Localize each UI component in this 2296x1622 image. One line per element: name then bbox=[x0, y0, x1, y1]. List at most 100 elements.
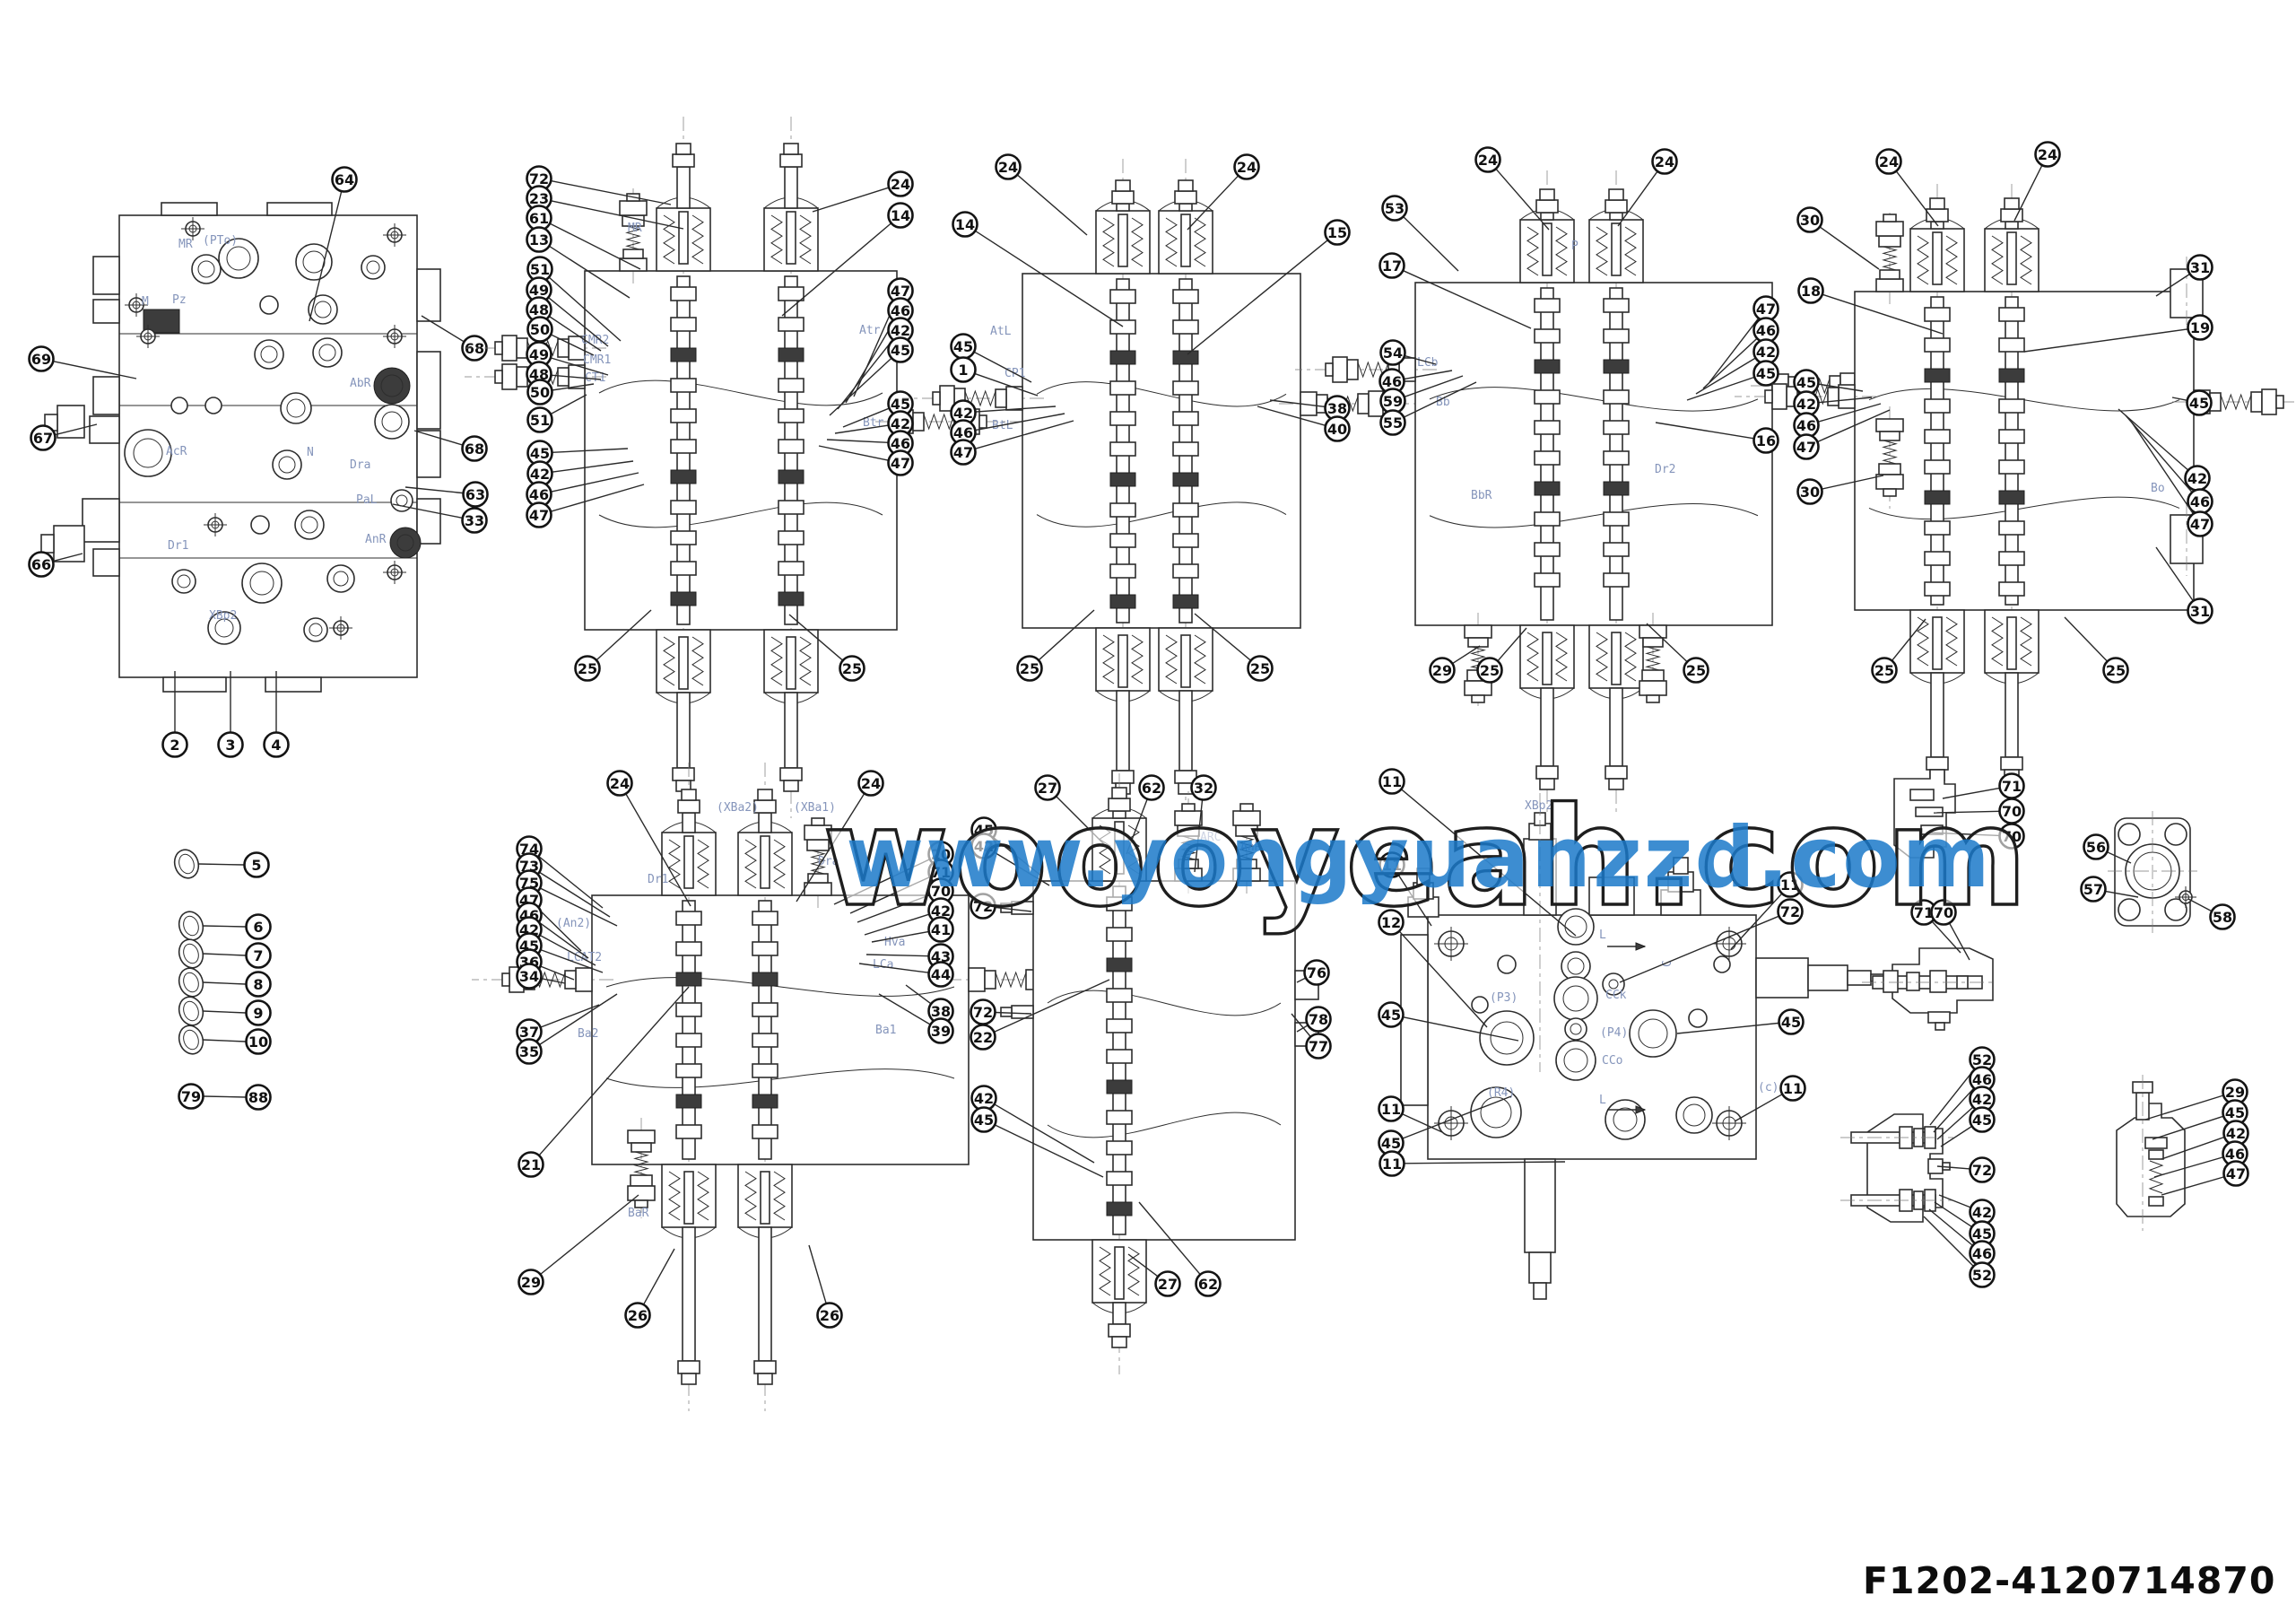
callout-50: 50 bbox=[526, 316, 553, 343]
svg-text:27: 27 bbox=[1038, 780, 1057, 797]
callout-26: 26 bbox=[624, 1302, 651, 1329]
svg-text:2: 2 bbox=[170, 737, 179, 754]
svg-text:12: 12 bbox=[1381, 914, 1401, 931]
svg-text:54: 54 bbox=[1383, 344, 1403, 362]
svg-text:62: 62 bbox=[1142, 780, 1161, 797]
svg-text:50: 50 bbox=[530, 384, 550, 401]
svg-text:42: 42 bbox=[2187, 470, 2207, 487]
callout-71: 71 bbox=[1910, 899, 1937, 926]
svg-text:24: 24 bbox=[891, 176, 910, 193]
callout-52: 52 bbox=[1969, 1046, 1996, 1073]
port-label-(An2): (An2) bbox=[556, 917, 591, 930]
callout-27: 27 bbox=[1154, 1270, 1181, 1297]
svg-text:24: 24 bbox=[2038, 146, 2057, 163]
port-label-(P3): (P3) bbox=[1490, 991, 1518, 1005]
callout-6: 6 bbox=[245, 913, 272, 940]
svg-text:42: 42 bbox=[1972, 1204, 1992, 1221]
callout-24: 24 bbox=[1233, 153, 1260, 180]
port-label-Bo: Bo bbox=[2151, 482, 2165, 495]
callout-19: 19 bbox=[2187, 314, 2213, 341]
svg-text:23: 23 bbox=[529, 190, 549, 207]
svg-text:72: 72 bbox=[1780, 903, 1800, 920]
callout-24: 24 bbox=[995, 153, 1022, 180]
callout-72: 72 bbox=[1777, 898, 1804, 925]
port-label-AnR: AnR bbox=[1240, 841, 1262, 854]
svg-text:24: 24 bbox=[1478, 152, 1498, 169]
callout-57: 57 bbox=[2080, 876, 2107, 903]
svg-text:46: 46 bbox=[2190, 493, 2210, 510]
svg-text:46: 46 bbox=[1756, 322, 1776, 339]
svg-text:46: 46 bbox=[2225, 1146, 2245, 1163]
port-label-AnR: AnR bbox=[365, 533, 387, 546]
svg-text:8: 8 bbox=[253, 976, 263, 993]
callout-25: 25 bbox=[1476, 657, 1503, 684]
callout-72: 72 bbox=[1969, 1156, 1996, 1183]
svg-text:29: 29 bbox=[521, 1274, 541, 1291]
svg-text:48: 48 bbox=[529, 366, 549, 383]
svg-text:70: 70 bbox=[2002, 803, 2022, 820]
callout-70: 70 bbox=[1998, 798, 2025, 824]
port-label-BaR: BaR bbox=[628, 1207, 649, 1220]
callout-49: 49 bbox=[526, 341, 552, 368]
callout-24: 24 bbox=[857, 770, 884, 797]
callout-45: 45 bbox=[1752, 360, 1779, 387]
callout-27: 27 bbox=[1034, 774, 1061, 801]
callout-66: 66 bbox=[28, 551, 55, 578]
callout-77: 77 bbox=[1305, 1033, 1332, 1060]
svg-text:15: 15 bbox=[1327, 224, 1347, 241]
callout-45: 45 bbox=[1778, 1008, 1805, 1035]
callout-14: 14 bbox=[887, 202, 914, 229]
o-ring-icon bbox=[178, 938, 204, 969]
callout-53: 53 bbox=[1381, 195, 1408, 222]
svg-text:45: 45 bbox=[1756, 365, 1776, 382]
callout-68: 68 bbox=[461, 335, 488, 362]
svg-text:68: 68 bbox=[465, 340, 484, 357]
port-label-PaL: PaL bbox=[356, 493, 378, 507]
port-label-Ba2: Ba2 bbox=[578, 1027, 598, 1041]
svg-text:14: 14 bbox=[891, 207, 910, 224]
svg-text:26: 26 bbox=[820, 1307, 839, 1324]
svg-text:47: 47 bbox=[891, 283, 910, 300]
svg-text:47: 47 bbox=[953, 444, 973, 461]
port-label-(c): (c) bbox=[1758, 1081, 1779, 1094]
callout-24: 24 bbox=[2034, 141, 2061, 168]
callout-30: 30 bbox=[1796, 478, 1823, 505]
svg-text:46: 46 bbox=[1972, 1245, 1992, 1262]
diagram-sec-2: AtLCP1BtL2424141545142464738402525 bbox=[902, 153, 1457, 821]
svg-text:59: 59 bbox=[1383, 393, 1403, 410]
callout-11: 11 bbox=[1378, 1150, 1405, 1177]
callout-29: 29 bbox=[517, 1269, 544, 1295]
svg-text:48: 48 bbox=[529, 301, 549, 318]
svg-text:24: 24 bbox=[998, 159, 1018, 176]
callout-68: 68 bbox=[461, 435, 488, 462]
callout-51: 51 bbox=[526, 256, 553, 283]
callout-49: 49 bbox=[526, 276, 552, 303]
svg-text:45: 45 bbox=[1972, 1112, 1992, 1129]
svg-text:45: 45 bbox=[2189, 395, 2209, 412]
callout-42: 42 bbox=[2184, 465, 2211, 492]
callout-21: 21 bbox=[517, 1151, 544, 1178]
callout-45: 45 bbox=[2186, 389, 2213, 416]
svg-text:39: 39 bbox=[931, 1023, 951, 1040]
svg-text:72: 72 bbox=[973, 1004, 993, 1021]
svg-text:46: 46 bbox=[891, 435, 910, 452]
svg-text:6: 6 bbox=[253, 919, 263, 936]
callout-46: 46 bbox=[526, 481, 552, 508]
port-label-Dr1: Dr1 bbox=[168, 539, 188, 553]
callout-31: 31 bbox=[2187, 597, 2213, 624]
callout-70: 70 bbox=[1998, 823, 2025, 850]
svg-text:78: 78 bbox=[1309, 1011, 1328, 1028]
callout-10: 10 bbox=[245, 1028, 272, 1055]
svg-text:29: 29 bbox=[2225, 1084, 2245, 1101]
callout-62: 62 bbox=[1138, 774, 1165, 801]
callout-24: 24 bbox=[1474, 146, 1501, 173]
svg-text:7: 7 bbox=[253, 947, 263, 964]
svg-text:45: 45 bbox=[1781, 1014, 1801, 1031]
svg-text:42: 42 bbox=[1756, 344, 1776, 361]
svg-text:61: 61 bbox=[529, 210, 549, 227]
svg-text:31: 31 bbox=[2190, 259, 2210, 276]
